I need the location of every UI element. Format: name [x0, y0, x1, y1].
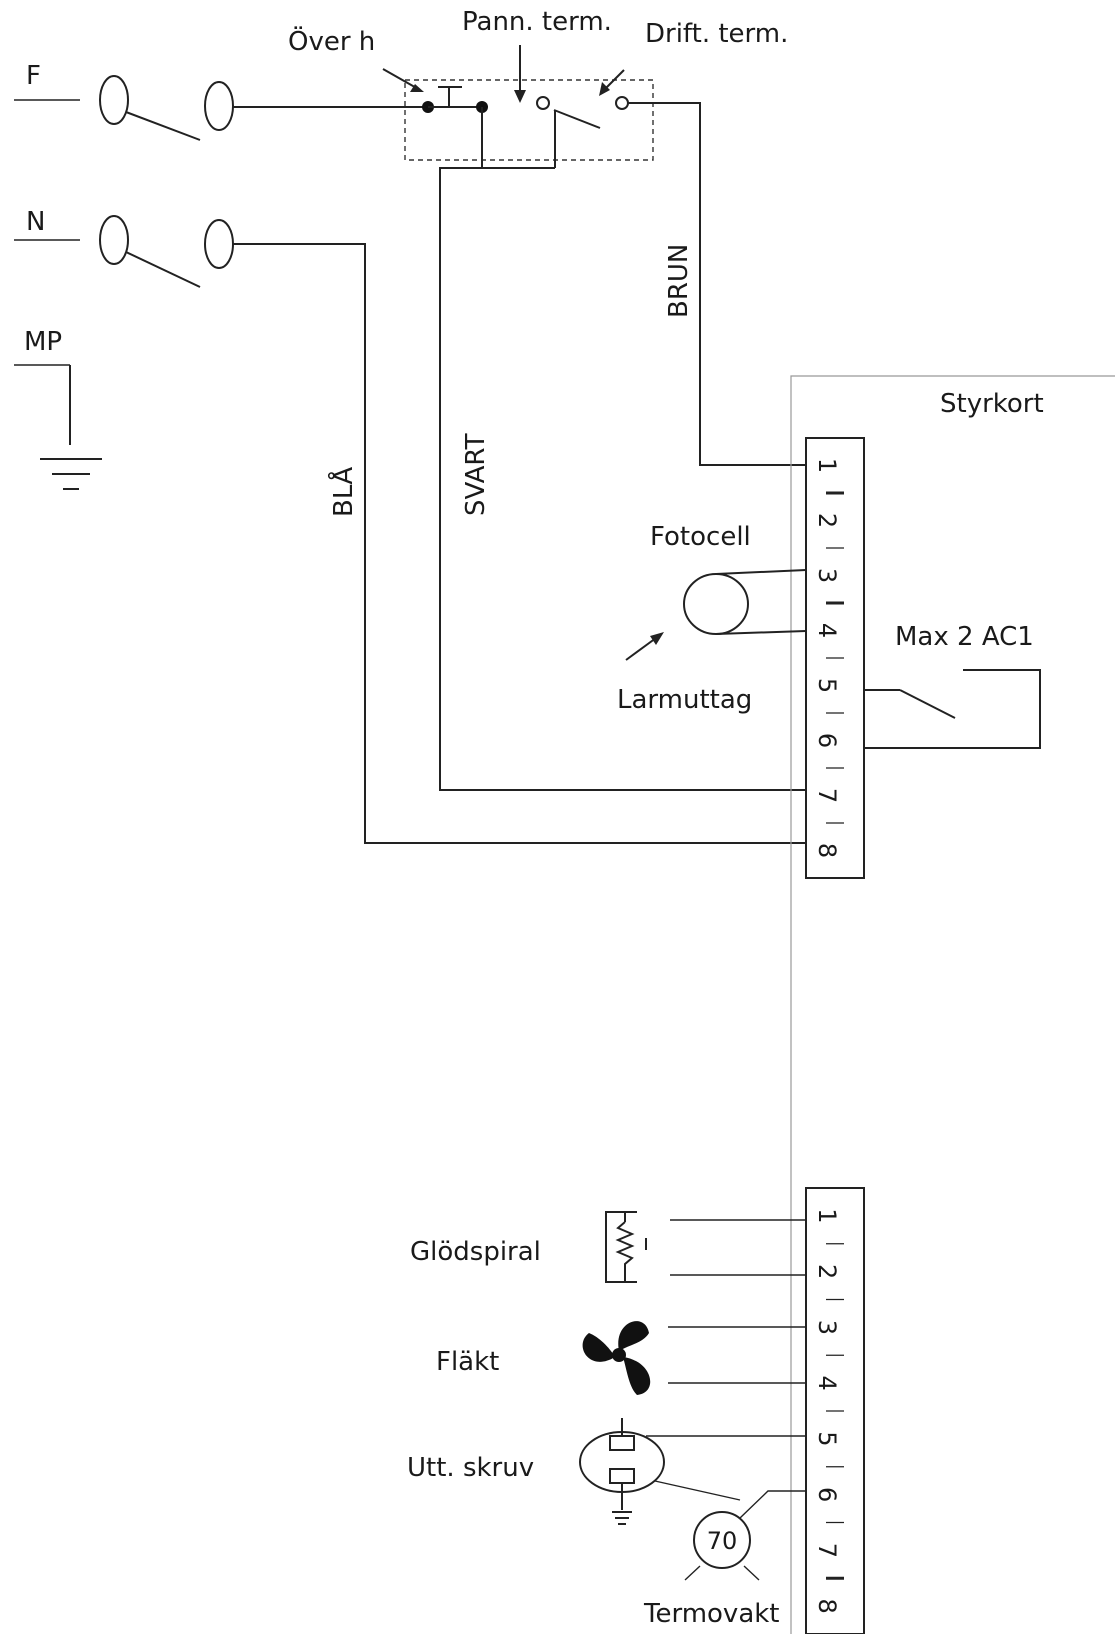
terminal-number: 3	[813, 1320, 841, 1335]
wire-blue	[233, 243, 806, 844]
over-heat-label: Över h	[288, 25, 375, 57]
terminal-number: 2	[813, 1264, 841, 1279]
over-heat-contact	[422, 86, 488, 113]
fan-label: Fläkt	[436, 1347, 499, 1377]
thermostat-box	[404, 79, 654, 161]
neutral-switch-blade	[125, 251, 201, 288]
terminal-number: 4	[813, 623, 841, 638]
terminal-number: 7	[813, 788, 841, 803]
fan-icon	[582, 1321, 651, 1395]
thermostat-guard-symbol: 70	[684, 1436, 807, 1581]
feed-screw-motor-symbol	[579, 1418, 806, 1525]
phase-switch-contact-left	[99, 75, 129, 125]
control-board-label: Styrkort	[940, 389, 1044, 419]
wire-brown	[628, 102, 806, 466]
boiler-thermostat-contact	[481, 96, 629, 168]
terminal-number: 8	[813, 1598, 841, 1613]
photocell-label: Fotocell	[650, 522, 751, 552]
control-board-outline	[790, 375, 1115, 1634]
alarm-output-label: Larmuttag	[617, 685, 752, 715]
photocell-arrow	[625, 637, 657, 661]
upper-terminal-block: 1 2 3 4 5 6 7 8	[805, 437, 865, 879]
neutral-switch-contact-left	[99, 215, 129, 265]
wire-blue-label: BLÅ	[327, 467, 359, 517]
glow-coil-symbol	[605, 1211, 806, 1283]
terminal-number: 5	[813, 678, 841, 693]
ground-symbol	[14, 364, 102, 490]
lower-terminal-block: 1 2 3 4 5 6 7 8	[805, 1187, 865, 1634]
neutral-switch	[14, 215, 234, 288]
feed-screw-label: Utt. skruv	[407, 1453, 534, 1483]
terminal-number: 3	[813, 568, 841, 583]
phase-label: F	[26, 61, 41, 91]
photocell-arrowhead	[650, 632, 664, 645]
relay-rating-label: Max 2 AC1	[895, 622, 1034, 652]
photocell-symbol	[683, 569, 807, 635]
boiler-thermostat-arrowhead	[514, 90, 526, 103]
terminal-number: 1	[813, 458, 841, 473]
terminal-number: 8	[813, 843, 841, 858]
glow-coil-label: Glödspiral	[410, 1237, 541, 1267]
neutral-switch-contact-right	[204, 219, 234, 269]
terminal-number: 6	[813, 733, 841, 748]
wire-brown-label: BRUN	[664, 244, 694, 318]
wire-black-label: SVART	[461, 433, 491, 516]
operating-thermostat-arrowhead	[599, 82, 610, 96]
terminal-number: 6	[813, 1487, 841, 1502]
neutral-label: N	[26, 207, 45, 237]
terminal-number: 5	[813, 1431, 841, 1446]
boiler-thermostat-label: Pann. term.	[462, 7, 612, 37]
phase-switch-contact-right	[204, 81, 234, 131]
operating-thermostat-label: Drift. term.	[645, 19, 788, 49]
operating-thermostat-arrow	[603, 69, 625, 91]
thermostat-guard-value: 70	[707, 1527, 738, 1555]
alarm-relay-contact	[864, 669, 1041, 749]
phase-switch	[14, 75, 234, 141]
terminal-number: 4	[813, 1375, 841, 1390]
terminal-number: 1	[813, 1208, 841, 1223]
thermostat-guard-label: Termovakt	[643, 1599, 780, 1629]
ground-label: MP	[24, 327, 62, 357]
phase-switch-blade	[125, 111, 201, 141]
terminal-number: 7	[813, 1543, 841, 1558]
over-heat-arrowhead	[410, 84, 424, 92]
terminal-number: 2	[813, 513, 841, 528]
